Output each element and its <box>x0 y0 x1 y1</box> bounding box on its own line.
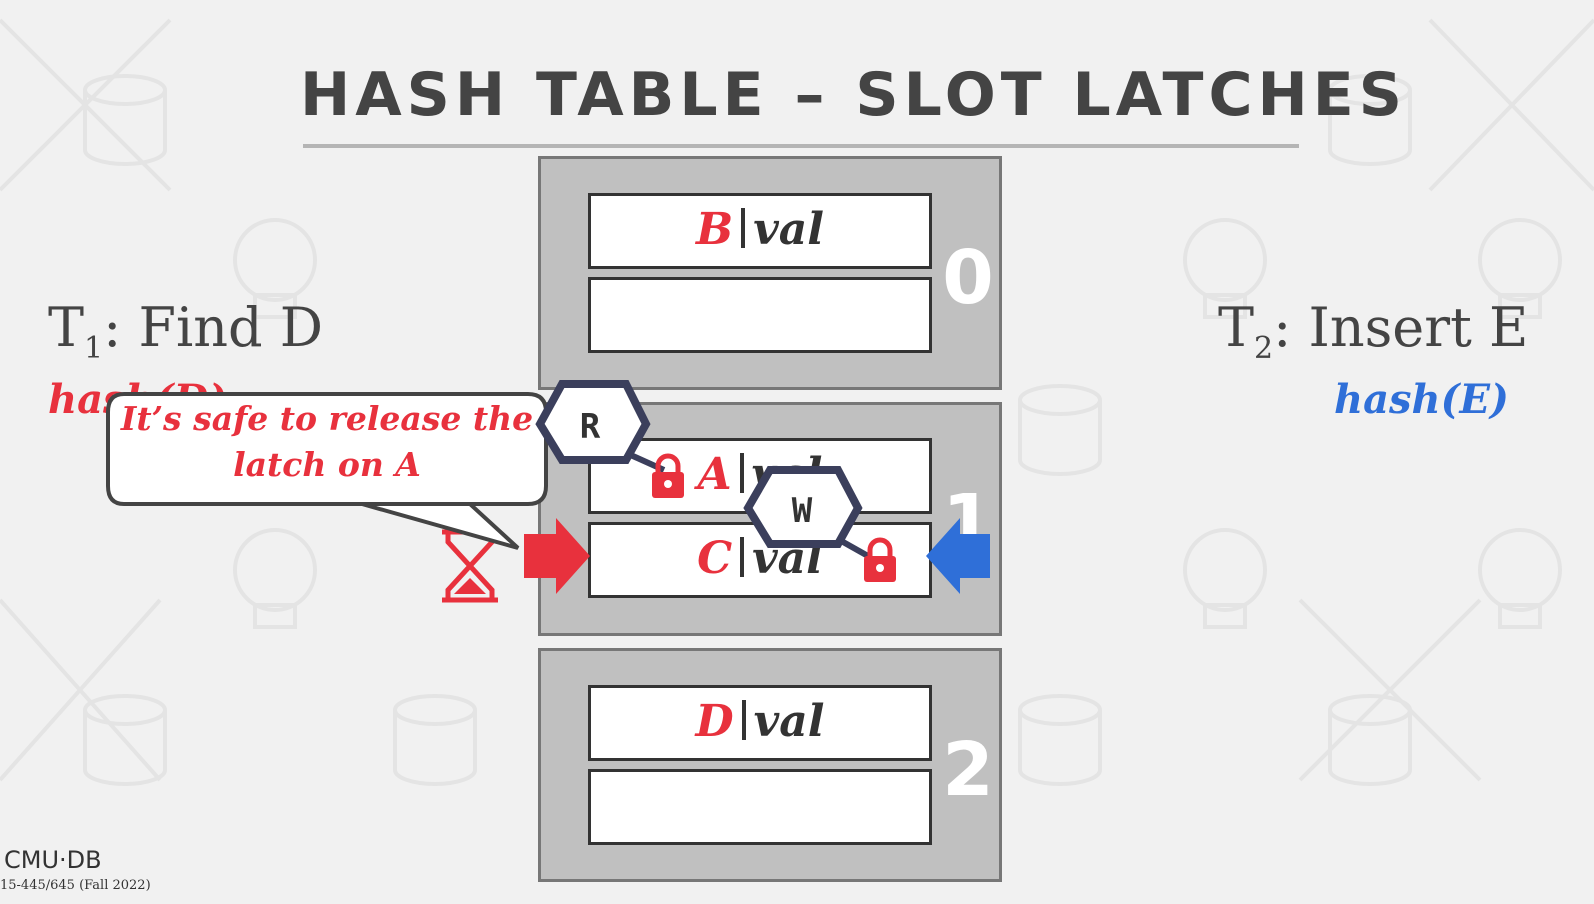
skull-icon <box>233 528 317 629</box>
skull-icon <box>1183 528 1267 629</box>
skull-icon <box>233 218 317 319</box>
slot-key: B <box>696 204 734 255</box>
bucket-index-2: 2 <box>942 727 994 813</box>
slot-key: C <box>697 533 733 584</box>
database-icon <box>1018 694 1102 786</box>
database-icon <box>1018 384 1102 476</box>
t2-subscript: 2 <box>1254 330 1274 366</box>
t1-action: : Find D <box>103 296 324 359</box>
read-latch-label: R <box>580 407 601 447</box>
callout-bubble <box>106 392 548 550</box>
skull-icon <box>1478 528 1562 629</box>
slot-value: val <box>753 696 825 747</box>
skull-icon <box>1478 218 1562 319</box>
slot-value: val <box>753 204 824 255</box>
slot-divider <box>741 208 746 248</box>
t1-subscript: 1 <box>84 330 104 366</box>
title-underline <box>303 144 1299 148</box>
lock-icon <box>652 453 684 498</box>
slot-key: A <box>697 449 732 500</box>
write-latch-label: W <box>792 491 813 531</box>
slot-empty <box>588 277 932 353</box>
slot-divider <box>739 453 744 493</box>
slot-divider <box>740 537 745 577</box>
database-icon <box>1328 74 1412 166</box>
course-label: 15-445/645 (Fall 2022) <box>0 878 151 893</box>
cmu-db-logo: CMU·DB <box>4 846 102 874</box>
callout-text: It’s safe to release the latch on A <box>120 399 534 484</box>
t2-label: T2: Insert E <box>1218 296 1528 366</box>
write-latch-hexagon <box>743 466 863 548</box>
hourglass-icon <box>442 529 498 603</box>
lock-icon <box>864 537 896 582</box>
database-icon <box>393 694 477 786</box>
t1-name: T <box>48 296 85 359</box>
slot-key: D <box>695 696 734 747</box>
bucket-index-0: 0 <box>942 235 994 321</box>
slot-divider <box>741 700 746 740</box>
t2-arrow-icon <box>926 518 990 594</box>
t1-arrow-icon <box>524 518 590 594</box>
skull-icon <box>1183 218 1267 319</box>
t1-label: T1: Find D <box>48 296 323 366</box>
read-latch-hexagon <box>535 380 651 464</box>
t2-hash: hash(E) <box>1334 376 1509 423</box>
slot-empty <box>588 769 932 845</box>
t2-name: T <box>1218 296 1255 359</box>
t2-action: : Insert E <box>1273 296 1529 359</box>
slide-title: HASH TABLE – SLOT LATCHES <box>300 60 1407 130</box>
database-icon <box>83 694 167 786</box>
database-icon <box>83 74 167 166</box>
